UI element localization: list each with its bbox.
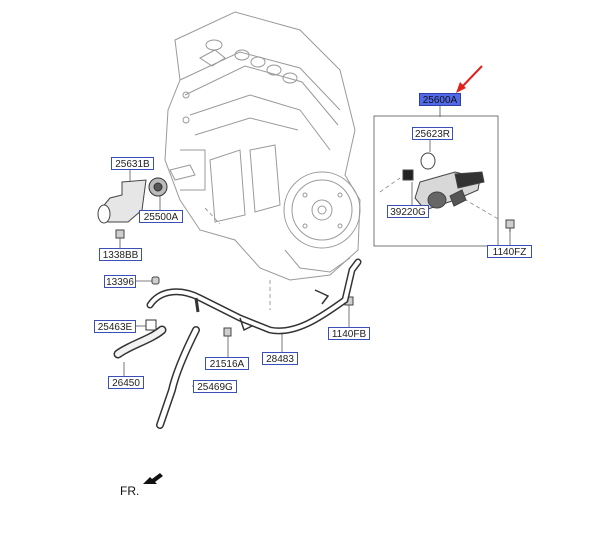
part-label-25500a[interactable]: 25500A bbox=[139, 210, 183, 223]
thermostat-25500a bbox=[148, 177, 168, 197]
part-label-25600a[interactable]: 25600A bbox=[419, 93, 461, 106]
coolant-pipe bbox=[146, 258, 362, 335]
part-label-1140fz[interactable]: 1140FZ bbox=[487, 245, 532, 258]
hose-25469g bbox=[156, 326, 200, 429]
front-direction-icon bbox=[143, 473, 163, 484]
bolt-1140fz bbox=[505, 219, 515, 232]
part-label-28483[interactable]: 28483 bbox=[262, 352, 298, 365]
assembly-box bbox=[373, 115, 499, 247]
part-label-25463e[interactable]: 25463E bbox=[94, 320, 136, 333]
part-label-26450[interactable]: 26450 bbox=[108, 376, 144, 389]
small-bolts bbox=[115, 229, 354, 337]
hose-26450 bbox=[113, 319, 167, 359]
engine-block bbox=[164, 11, 361, 281]
part-label-13396[interactable]: 13396 bbox=[104, 275, 136, 288]
part-label-21516a[interactable]: 21516A bbox=[205, 357, 249, 370]
label-leaders bbox=[119, 104, 511, 387]
front-direction-label: FR. bbox=[120, 484, 140, 498]
water-outlet-fitting bbox=[97, 179, 147, 224]
part-label-25623r[interactable]: 25623R bbox=[412, 127, 453, 140]
part-label-25631b[interactable]: 25631B bbox=[111, 157, 154, 170]
part-label-39220g[interactable]: 39220G bbox=[387, 205, 429, 218]
part-label-1338bb[interactable]: 1338BB bbox=[99, 248, 142, 261]
part-label-25469g[interactable]: 25469G bbox=[193, 380, 237, 393]
thermostat-assembly bbox=[402, 152, 485, 211]
part-label-1140fb[interactable]: 1140FB bbox=[328, 327, 370, 340]
pointer-arrow bbox=[456, 65, 483, 93]
